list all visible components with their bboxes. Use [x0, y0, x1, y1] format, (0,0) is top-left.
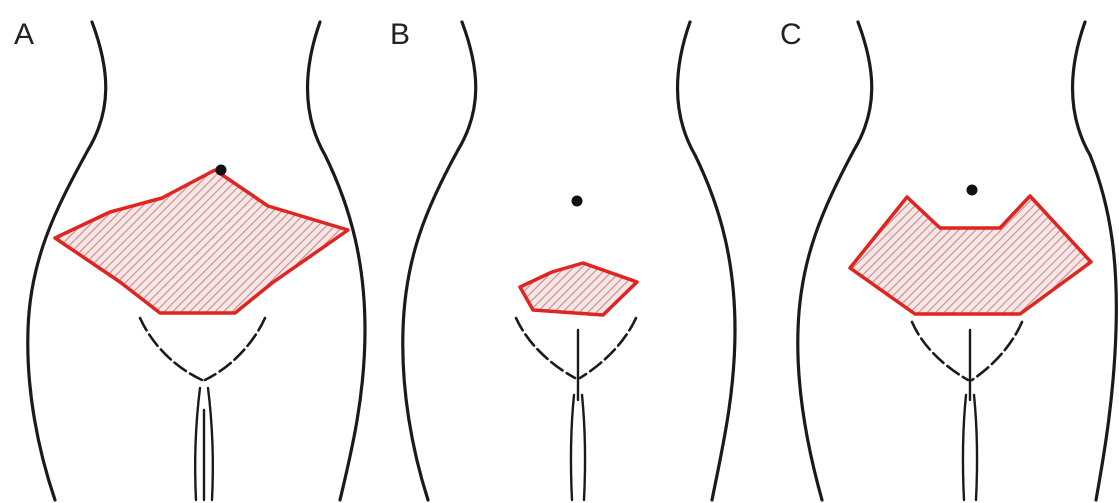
thigh-line-right	[974, 395, 977, 500]
treatment-area-b	[520, 263, 637, 315]
panel-c: C	[780, 18, 1116, 500]
torso-right-contour	[307, 22, 365, 500]
treatment-area-c	[850, 196, 1091, 314]
groin-line-right	[972, 322, 1022, 380]
panel-label-b: B	[390, 18, 410, 51]
groin-line-left	[140, 318, 202, 380]
treatment-area-a	[55, 170, 348, 313]
navel-dot-icon	[572, 196, 583, 207]
thigh-line-left	[571, 395, 574, 500]
panel-b: B	[390, 18, 735, 500]
groin-line-left	[912, 322, 968, 380]
groin-line-right	[205, 318, 265, 380]
navel-dot-icon	[967, 185, 978, 196]
groin-line-left	[516, 318, 575, 378]
thigh-line-left	[195, 388, 200, 500]
thigh-line-left	[963, 395, 966, 500]
panel-label-a: A	[14, 18, 34, 51]
thigh-line-right	[208, 388, 213, 500]
navel-dot-icon	[216, 165, 227, 176]
panel-label-c: C	[780, 18, 802, 51]
groin-line-right	[580, 318, 636, 378]
torso-left-contour	[403, 22, 476, 500]
torso-right-contour	[677, 22, 735, 500]
thigh-line-right	[582, 395, 585, 500]
panel-a: A	[14, 18, 365, 500]
